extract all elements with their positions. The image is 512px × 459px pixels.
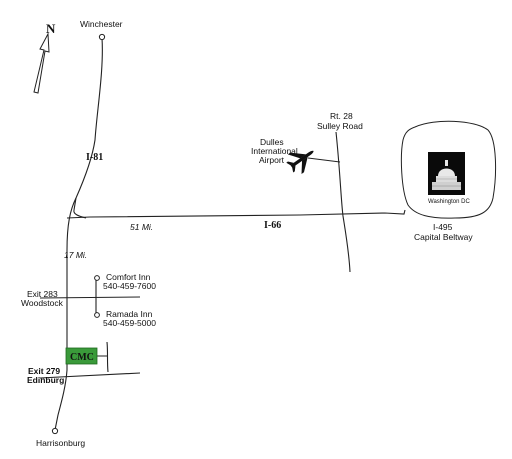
capitol-icon <box>428 152 465 195</box>
airplane-icon <box>286 150 314 174</box>
airport-label-line1: Dulles <box>260 137 284 147</box>
dc-caption: Washington DC <box>428 199 470 205</box>
winchester-label: Winchester <box>80 19 123 29</box>
north-arrow-icon <box>33 32 50 94</box>
road-cmc-side <box>106 341 109 373</box>
capital-beltway-label: Capital Beltway <box>414 232 473 242</box>
winchester-marker <box>98 33 106 41</box>
exit-283-label: Exit 283 <box>27 289 58 299</box>
north-label: N <box>46 21 56 36</box>
i66-distance: 51 Mi. <box>130 222 153 232</box>
i81-distance: 17 Mi. <box>64 250 87 260</box>
airport-label-line2: International <box>251 146 298 156</box>
edinburg-label: Edinburg <box>27 375 64 385</box>
woodstock-label: Woodstock <box>21 298 64 308</box>
harrisonburg-label: Harrisonburg <box>36 438 85 448</box>
washington-dc-inset: Washington DC <box>400 120 497 219</box>
ramada-inn-marker <box>94 312 100 318</box>
i495-label: I-495 <box>433 222 453 232</box>
road-airport-access <box>307 157 341 163</box>
road-i81 <box>54 37 103 431</box>
comfort-inn-marker <box>94 275 100 281</box>
cmc-box <box>65 347 98 365</box>
road-rt28 <box>335 131 351 273</box>
hotel-1-phone: 540-459-7600 <box>103 281 156 291</box>
road-woodstock <box>39 296 141 299</box>
north-arrow: N <box>33 21 56 94</box>
road-i66 <box>66 209 406 219</box>
hotel-2-name: Ramada Inn <box>106 309 153 319</box>
sulley-road-label: Sulley Road <box>317 121 363 131</box>
i66-label: I-66 <box>264 220 281 231</box>
harrisonburg-marker <box>51 427 59 435</box>
road-i81-ramp <box>73 197 87 219</box>
hotel-2-phone: 540-459-5000 <box>103 318 156 328</box>
airport-label-line3: Airport <box>259 155 285 165</box>
i81-label: I-81 <box>86 152 103 163</box>
road-edinburg <box>39 372 141 379</box>
rt28-label: Rt. 28 <box>330 111 353 121</box>
cmc-label: CMC <box>70 352 94 363</box>
cmc-destination: CMC <box>65 347 98 365</box>
hotel-1-name: Comfort Inn <box>106 272 151 282</box>
exit-279-label: Exit 279 <box>28 366 60 376</box>
dulles-airport: Dulles International Airport <box>251 137 314 174</box>
